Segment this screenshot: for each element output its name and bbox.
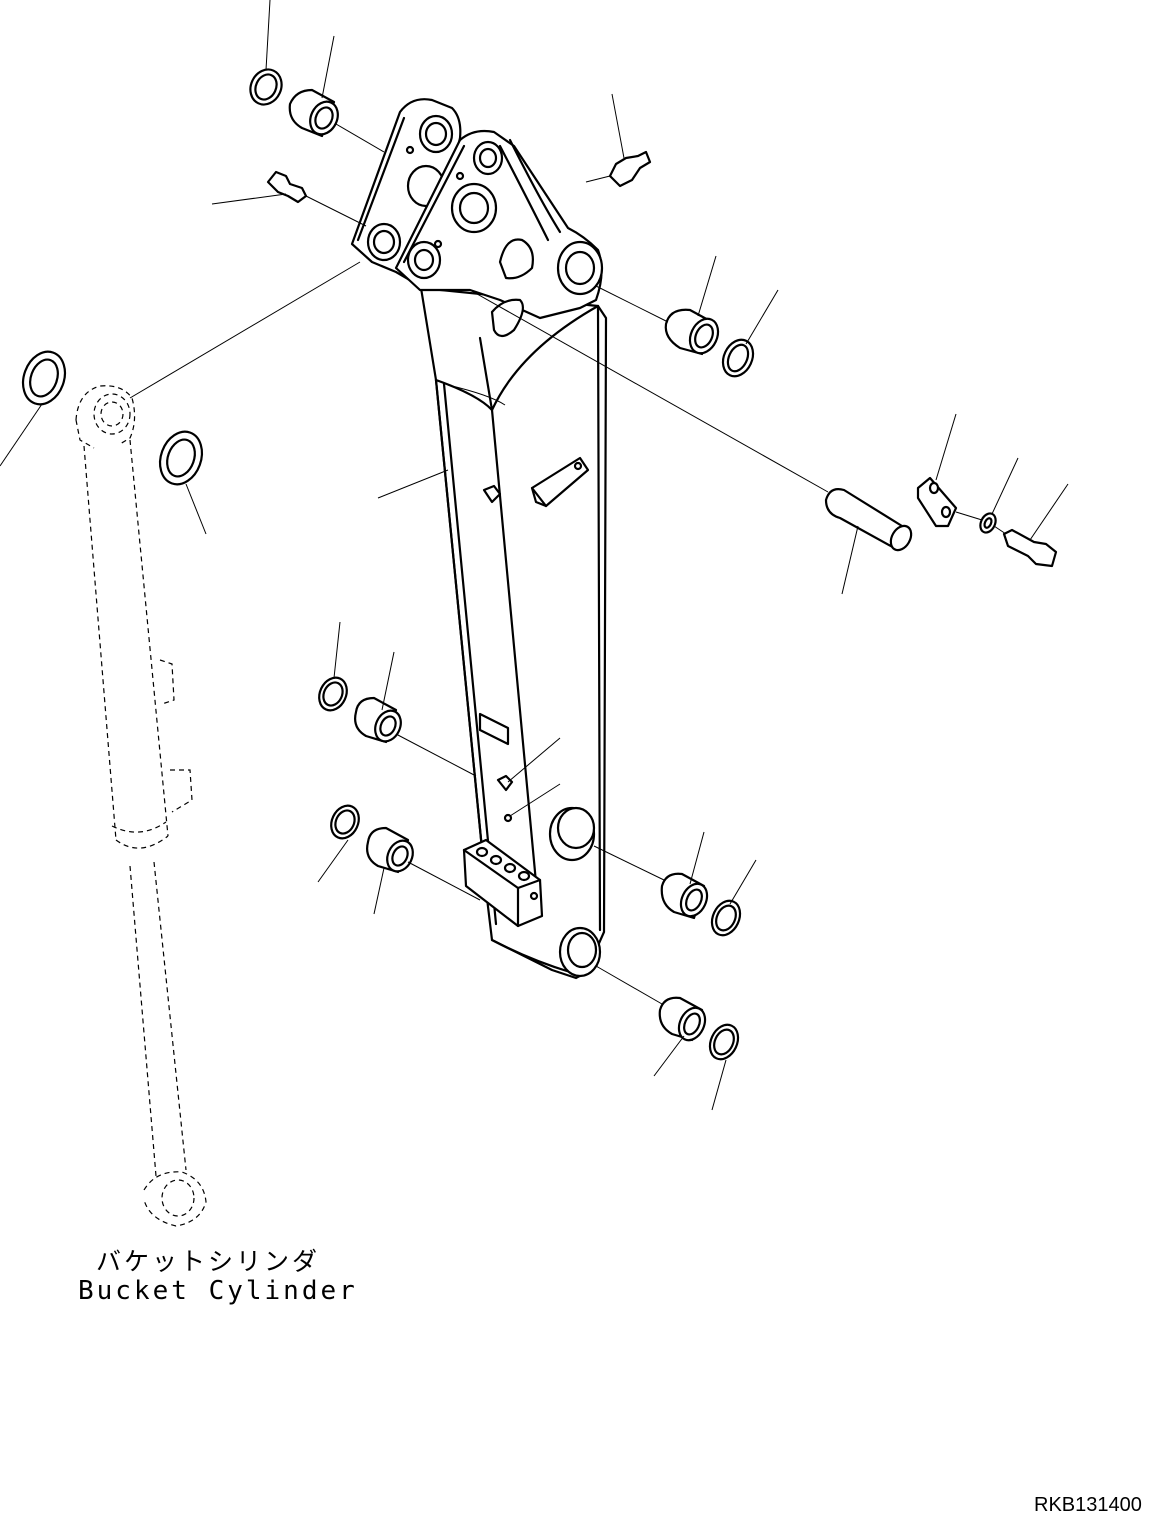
leader-lines (0, 0, 1069, 1111)
assembly-lines (129, 123, 1007, 1005)
arm-body (350, 98, 608, 980)
bucket-cylinder-phantom (75, 385, 207, 1227)
bucket-cylinder-label-en: Bucket Cylinder (78, 1276, 358, 1306)
figure-code: RKB131400 (1034, 1494, 1142, 1516)
loose-parts (21, 68, 1058, 1061)
bucket-cylinder-label-jp: バケットシリンダ (96, 1247, 321, 1276)
